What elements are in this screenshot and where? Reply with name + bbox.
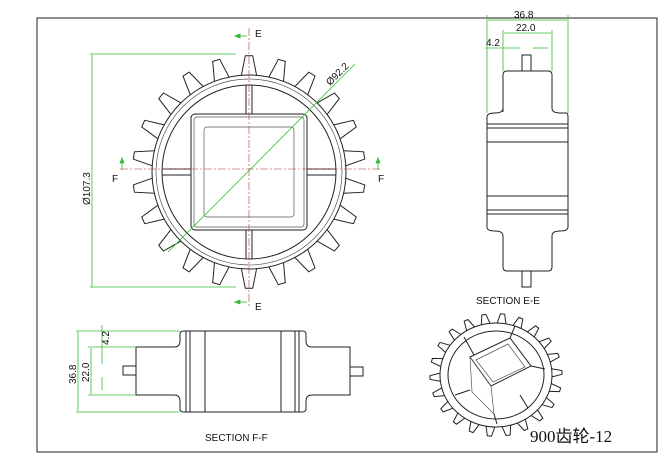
section-f-dim-total: 36.8: [68, 364, 79, 384]
gear-tooth: [316, 92, 340, 115]
gear-tooth: [541, 397, 555, 409]
gear-tooth: [448, 328, 462, 341]
section-e-dim-total: 36.8: [514, 10, 534, 21]
section-f-label: SECTION F-F: [205, 433, 268, 444]
iso-hub-left: [469, 355, 495, 415]
dimension-inner-diameter: [167, 63, 356, 253]
gear-tooth: [240, 55, 258, 76]
gear-tooth: [549, 383, 562, 393]
gear-tooth: [268, 58, 286, 82]
section-arrows: [119, 33, 381, 305]
gear-tooth: [343, 150, 366, 167]
gear-tooth: [496, 313, 507, 324]
gear-tooth: [527, 325, 540, 338]
gear-tooth: [182, 71, 204, 95]
section-e-dim-offset: 4.2: [486, 38, 500, 49]
gear-tooth: [468, 421, 480, 434]
dim-outer-diameter-text: Ø107.3: [82, 172, 93, 205]
section-f-dim-offset: 4.2: [101, 331, 112, 345]
gear-tooth: [182, 249, 204, 273]
gear-tooth: [333, 119, 357, 140]
dimension-outer-diameter: [90, 53, 236, 288]
gear-tooth: [485, 426, 496, 437]
section-f-dim-hub: 22.0: [81, 362, 92, 382]
gear-tooth: [158, 229, 182, 252]
dim-inner-diameter-text: Ø92.2: [324, 61, 351, 88]
section-e-dimensions: [485, 15, 569, 113]
gear-tooth: [547, 352, 560, 363]
gear-tooth: [432, 387, 445, 398]
section-e-key-top: [521, 54, 532, 72]
section-f-key-left: [122, 365, 137, 376]
section-f-body: [135, 330, 351, 413]
section-e-view: 36.8 22.0 4.2 SECTION E-E: [476, 10, 569, 307]
gear-tooth: [294, 249, 316, 273]
section-e-grooves: [487, 123, 568, 215]
gear-ring-mid: [155, 78, 343, 266]
gear-tooth: [551, 368, 563, 378]
section-mark-e-bottom: E: [255, 302, 262, 313]
gear-tooth: [430, 357, 443, 367]
gear-tooth: [268, 262, 286, 286]
section-f-view: 36.8 22.0 4.2 SECTION F-F: [68, 325, 364, 444]
gear-tooth: [132, 150, 155, 167]
section-e-dim-hub: 22.0: [516, 23, 536, 34]
gear-tooth: [294, 71, 316, 95]
gear-tooth: [141, 204, 165, 225]
gear-tooth: [440, 401, 454, 413]
section-e-body: [486, 70, 569, 272]
gear-tooth: [463, 318, 475, 331]
gear-tooth: [141, 119, 165, 140]
gear-teeth: [132, 55, 366, 289]
iso-bore: [475, 343, 526, 383]
gear-tooth: [437, 341, 451, 353]
sheet-border: [36, 17, 658, 453]
section-f-key-right: [349, 366, 364, 377]
gear-tooth: [530, 409, 544, 422]
section-e-label: SECTION E-E: [476, 296, 540, 307]
gear-tooth: [212, 58, 230, 82]
gear-tooth: [316, 229, 340, 252]
iso-gear-teeth: [429, 313, 563, 437]
section-f-dimensions: [76, 325, 180, 413]
drawing-title: 900齿轮-12: [530, 427, 612, 446]
gear-tooth: [501, 425, 512, 437]
gear-isometric-view: [429, 313, 563, 437]
gear-tooth: [538, 337, 552, 349]
gear-tooth: [158, 92, 182, 115]
iso-spokes: [454, 325, 546, 425]
gear-tooth: [517, 419, 529, 432]
iso-ring-outer: [439, 322, 553, 428]
gear-tooth: [429, 372, 441, 382]
section-e-key-bottom: [521, 270, 532, 288]
section-mark-e-top: E: [255, 29, 262, 40]
gear-tooth: [132, 177, 155, 194]
gear-tooth: [512, 316, 524, 329]
gear-tooth: [452, 412, 465, 425]
section-mark-f-left: F: [112, 174, 118, 185]
gear-tooth: [212, 262, 230, 286]
gear-tooth: [333, 204, 357, 225]
section-f-grooves: [185, 331, 300, 412]
gear-tooth: [343, 177, 366, 194]
gear-tooth: [240, 268, 258, 289]
section-mark-f-right: F: [378, 174, 384, 185]
gear-front-view: E E F F Ø107.3 Ø92.2: [82, 28, 384, 313]
gear-tooth: [480, 313, 491, 325]
